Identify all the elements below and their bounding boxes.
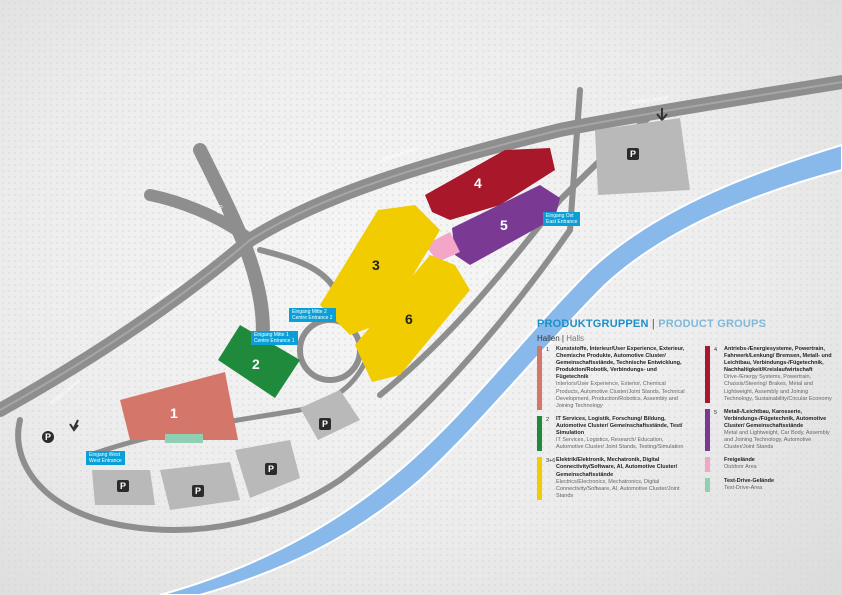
legend-swatch [705, 408, 710, 452]
legend-text-de: IT Services, Logistik, Forschung/ Bildun… [556, 415, 683, 437]
gate-west-en: West Entrance [89, 458, 122, 464]
legend-entry: 4 Antriebs-/Energiesysteme, Powertrain, F… [705, 346, 837, 403]
gate-mitte1-en: Centre Entrance 1 [254, 338, 295, 344]
gate-mitte2-de: Eingang Mitte 2 [292, 309, 327, 315]
legend-hall-number: 1 [546, 347, 550, 353]
gate-mitte1-de: Eingang Mitte 1 [254, 332, 289, 338]
hall-2[interactable] [218, 325, 300, 398]
river-label: Aller [553, 256, 565, 266]
legend-text-en: Interiors/User Experience, Exterior, Che… [556, 381, 685, 409]
parking-icon: P [42, 431, 54, 443]
legend-title-en: PRODUCT GROUPS [658, 318, 767, 330]
legend-text-en: IT Services, Logistics, Research/ Educat… [556, 437, 684, 451]
legend-text: Elektrik/Elektronik, Mechatronik, Digita… [556, 457, 687, 500]
legend-hall-number: 5 [714, 409, 718, 416]
hall-5[interactable] [452, 185, 560, 265]
parking-icon: P [265, 463, 277, 475]
legend-swatch [537, 346, 542, 410]
legend-swatch [705, 477, 710, 492]
hall-label-6: 6 [405, 311, 413, 327]
test-drive-area[interactable] [165, 434, 203, 443]
gate-west-badge[interactable]: Eingang West West Entrance [86, 451, 125, 465]
legend-hall-number: 4 [714, 347, 718, 353]
legend-text-de: Antriebs-/Energiesysteme, Powertrain, Fa… [724, 346, 832, 374]
hall-label-1: 1 [170, 405, 178, 421]
legend-entry: 2 IT Services, Logistik, Forschung/ Bildu… [537, 415, 687, 452]
legend-swatch [705, 457, 710, 472]
legend-column-left: 1 Kunststoffe, Interieur/User Experience,… [537, 346, 687, 506]
legend-text: IT Services, Logistik, Forschung/ Bildun… [556, 416, 687, 451]
legend-text-de: Elektrik/Elektronik, Mechatronik, Digita… [556, 457, 678, 478]
legend-entry: 1 Kunststoffe, Interieur/User Experience,… [537, 346, 687, 410]
parking-icon: P [319, 418, 331, 430]
legend-text-en: Outdoor Area [724, 464, 757, 471]
hall-label-4: 4 [474, 175, 482, 191]
gate-mitte1-badge[interactable]: Eingang Mitte 1 Centre Entrance 1 [251, 331, 298, 345]
legend-text: Kunststoffe, Interieur/User Experience, … [556, 346, 687, 410]
outdoor-area[interactable] [425, 232, 460, 262]
gate-ost-en: East Entrance [546, 219, 578, 225]
legend-swatch [537, 457, 542, 500]
hall-1[interactable] [120, 372, 238, 440]
legend-title-de: PRODUKTGRUPPEN [537, 318, 649, 330]
legend-text-en: Metal and Lightweight, Car Body, Assembl… [724, 430, 830, 451]
legend-hall-number: 3+6 [546, 458, 556, 465]
legend-subtitle-separator: | [561, 334, 564, 343]
legend-swatch [705, 346, 710, 403]
legend-hall-number [714, 478, 724, 492]
gate-mitte2-en: Centre Entrance 2 [292, 315, 333, 321]
parking-icon: P [627, 148, 639, 160]
arrow-down-icon [656, 108, 668, 122]
legend-subtitle: Hallen | Halls [537, 334, 837, 343]
legend-swatch [537, 415, 542, 452]
parking-icon: P [117, 480, 129, 492]
legend-text-en: Drive-/Energy Systems, Powertrain, Chass… [724, 374, 832, 402]
arrow-down-icon [69, 419, 79, 432]
road-label-allee-bottom: Allee A [254, 505, 271, 517]
hall-label-3: 3 [372, 257, 380, 273]
legend-title: PRODUKTGRUPPEN | PRODUCT GROUPS [537, 318, 837, 330]
legend-subtitle-de: Hallen [537, 334, 560, 343]
parking-icon: P [192, 485, 204, 497]
legend-text-en: Test-Drive-Area [724, 484, 763, 491]
gate-mitte2-badge[interactable]: Eingang Mitte 2 Centre Entrance 2 [289, 308, 336, 322]
legend-text-de: Freigelände [724, 457, 755, 464]
access-label-top-right: Einfahrt | Access [631, 95, 669, 106]
legend-entry: 5 Metall-/Leichtbau, Karosserie, Verbindu… [705, 408, 837, 452]
legend-column-right: 4 Antriebs-/Energiesysteme, Powertrain, F… [705, 346, 837, 498]
legend: PRODUKTGRUPPEN | PRODUCT GROUPS Hallen |… [537, 318, 837, 500]
river-aller [159, 143, 842, 595]
hall-label-2: 2 [252, 356, 260, 372]
hall-4[interactable] [425, 148, 555, 220]
road-label-b10: B10 [216, 204, 225, 215]
gate-ost-de: Eingang Ost [546, 213, 574, 219]
legend-text-de: Kunststoffe, Interieur/User Experience, … [556, 346, 685, 381]
hall-label-5: 5 [500, 217, 508, 233]
legend-text-de: Test-Drive-Gelände [724, 477, 775, 484]
legend-text: Metall-/Leichtbau, Karosserie, Verbindun… [724, 409, 837, 452]
legend-hall-number: 2 [546, 416, 550, 423]
gate-ost-badge[interactable]: Eingang Ost East Entrance [543, 212, 581, 226]
legend-text: Antriebs-/Energiesysteme, Powertrain, Fa… [724, 346, 837, 403]
legend-subtitle-en: Halls [566, 334, 585, 343]
hall-3[interactable] [320, 205, 440, 335]
gate-west-de: Eingang West [89, 452, 121, 458]
legend-title-separator: | [651, 318, 655, 330]
hall-6[interactable] [355, 255, 470, 382]
legend-text-de: Metall-/Leichtbau, Karosserie, Verbindun… [724, 408, 827, 429]
legend-text-en: Electrics/Electronics, Mechatronics, Dig… [556, 478, 680, 499]
legend-hall-number [714, 457, 724, 471]
